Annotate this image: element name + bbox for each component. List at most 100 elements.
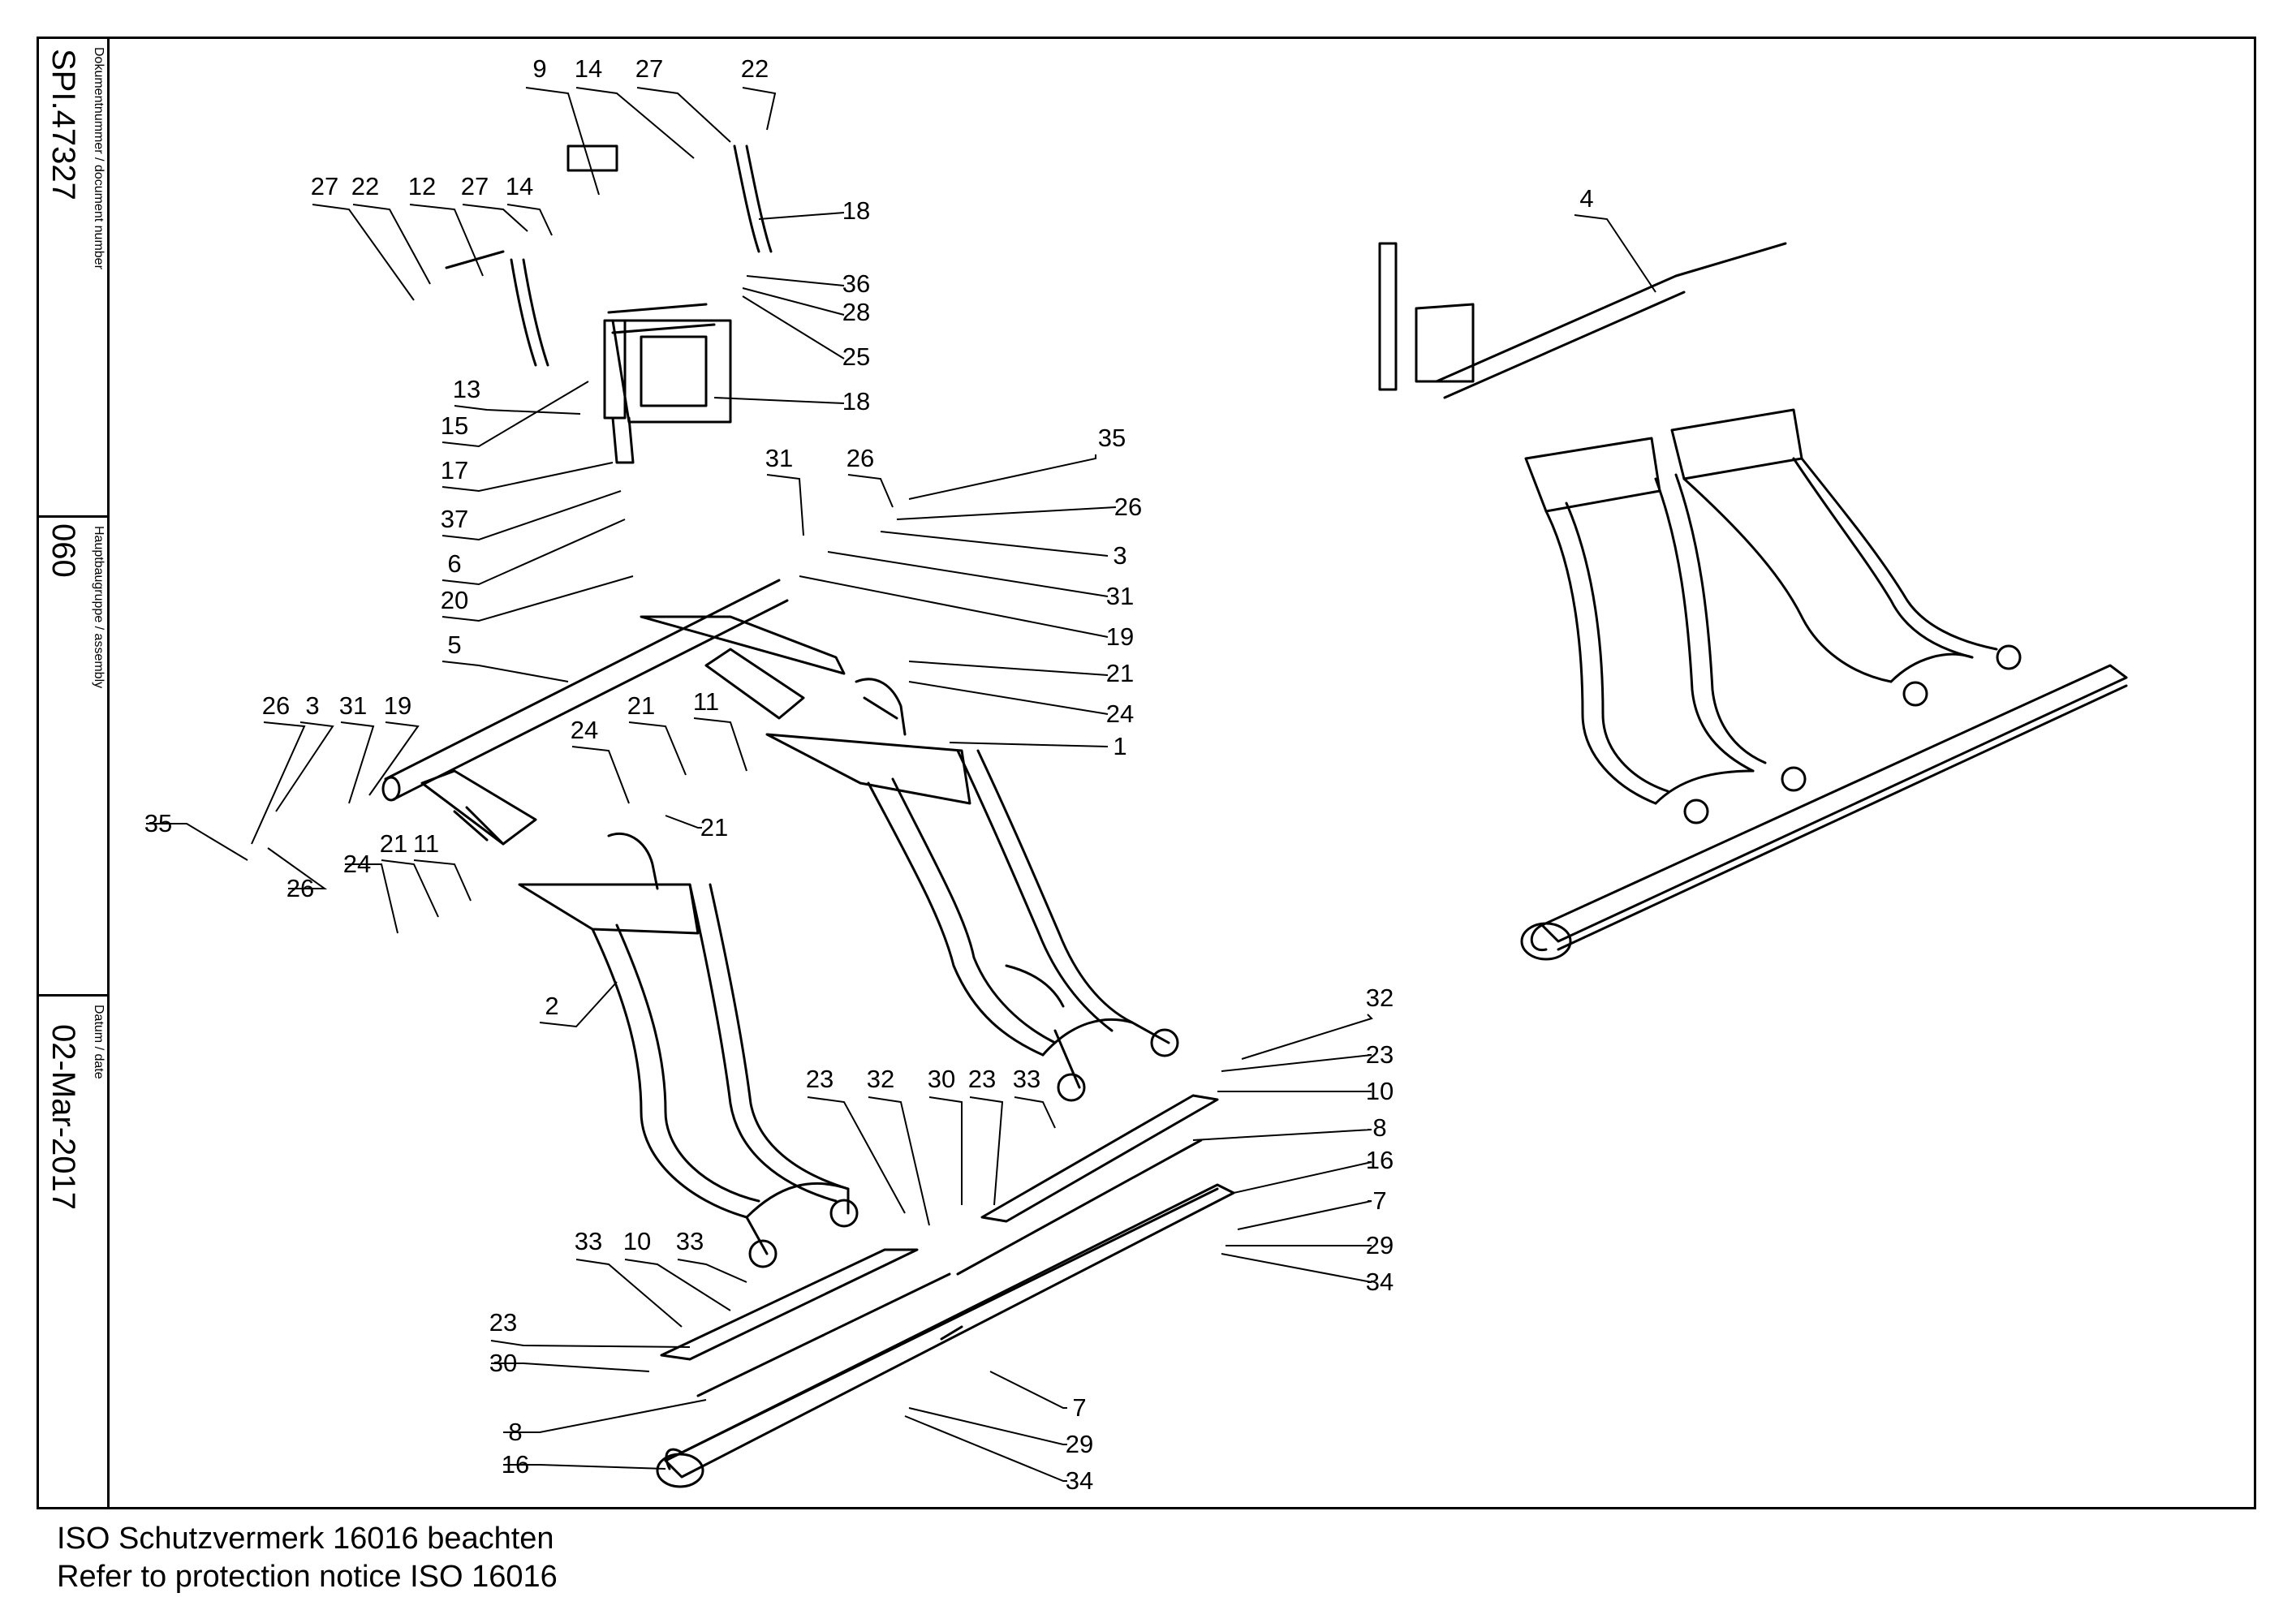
part-callout-leader [462,204,528,232]
part-callout-label: 26 [262,691,290,720]
part-callout-label: 14 [506,172,533,200]
part-callout-leader [908,1407,1067,1445]
part-callout-label: 12 [408,172,436,200]
title-block [37,37,110,1509]
part-callout-leader [275,721,334,812]
part-callout-leader [1221,1054,1372,1072]
part-callout-label: 26 [1114,493,1142,521]
part-callout-leader [807,1096,906,1214]
part-callout-leader [693,717,747,772]
part-callout-leader [413,859,472,902]
part-callout-leader [628,721,687,776]
part-callout-leader [506,204,553,236]
part-callout-leader [345,863,398,934]
part-callout-leader [368,721,420,796]
part-callout-leader [503,1399,707,1433]
part-callout-label: 34 [1066,1466,1093,1495]
part-callout-label: 30 [489,1349,517,1377]
part-callout-label: 11 [693,687,719,716]
part-callout-label: 18 [842,196,870,225]
part-callout-label: 20 [441,586,468,614]
part-callout-leader [503,1464,666,1470]
part-callout-leader [1237,1200,1372,1230]
part-callout-label: 21 [627,691,655,720]
part-callout-label: 10 [1366,1077,1394,1105]
part-callout-leader [904,1415,1067,1482]
part-callout-leader [713,397,845,404]
part-callout-leader [636,87,731,143]
part-callout-leader [908,454,1096,500]
part-callout-label: 23 [489,1308,517,1337]
part-callout-label: 24 [571,716,598,744]
part-callout-label: 24 [1106,700,1134,728]
part-callout-label: 27 [311,172,338,200]
part-callout-leader [665,815,702,829]
part-callout-label: 23 [806,1065,834,1093]
part-callout-label: 8 [508,1418,522,1446]
part-callout-leader [442,661,569,682]
part-callout-leader [827,551,1109,597]
part-callout-leader [251,721,306,845]
part-callout-leader [575,87,695,159]
title-divider [37,515,110,518]
part-callout-label: 15 [441,411,468,440]
part-callout-leader [1192,1129,1372,1141]
part-callout-label: 29 [1066,1430,1093,1458]
part-callout-leader [880,531,1109,557]
part-callout-label: 23 [968,1065,996,1093]
part-callout-label: 14 [575,54,602,83]
part-callout-leader [1221,1253,1372,1283]
part-callout-label: 6 [447,549,461,578]
part-callout-leader [908,661,1109,676]
part-callout-label: 16 [1366,1146,1394,1174]
part-callout-label: 23 [1366,1040,1394,1069]
part-callout-leader [442,462,614,493]
part-callout-label: 17 [441,456,468,484]
part-callout-leader [409,204,484,277]
part-callout-label: 21 [1106,659,1134,687]
part-callout-label: 13 [453,375,480,403]
part-callout-leader [442,575,634,622]
part-callout-label: 22 [741,54,769,83]
part-callout-leader [1233,1161,1372,1194]
part-callout-label: 25 [842,342,870,371]
part-callout-label: 34 [1366,1268,1394,1296]
part-callout-leader [766,474,804,536]
part-callout-leader [746,275,845,286]
part-callout-label: 3 [1113,541,1126,570]
part-callout-leader [799,575,1109,638]
part-callout-label: 26 [846,444,874,472]
part-callout-label: 19 [1106,622,1134,651]
part-callout-label: 18 [842,387,870,415]
protection-notice-de: ISO Schutzvermerk 16016 beachten [57,1522,554,1556]
part-callout-leader [442,381,589,448]
part-callout-leader [928,1096,963,1205]
part-callout-label: 8 [1372,1113,1386,1142]
part-callout-leader [525,87,600,196]
part-callout-label: 33 [1013,1065,1040,1093]
part-callout-label: 30 [928,1065,955,1093]
part-callout-leader [267,847,328,889]
part-callout-leader [442,519,626,586]
part-callout-label: 26 [286,874,314,902]
part-callout-leader [742,295,845,359]
part-callout-label: 10 [623,1227,651,1255]
part-callout-label: 37 [441,505,468,533]
title-divider [37,994,110,997]
part-callout-label: 27 [461,172,489,200]
part-callout-label: 35 [144,809,172,837]
part-callout-leader [352,204,431,285]
part-callout-leader [491,1363,650,1372]
part-callout-leader [312,204,415,301]
part-callout-leader [442,490,622,541]
part-callout-label: 35 [1098,424,1126,452]
part-callout-label: 7 [1372,1186,1386,1215]
part-callout-leader [677,1259,747,1283]
part-callout-leader [575,1259,683,1328]
drawing-frame [37,37,2256,1509]
part-callout-label: 5 [447,631,461,659]
part-callout-leader [490,1340,691,1348]
part-callout-label: 33 [575,1227,602,1255]
part-callout-label: 21 [380,829,407,858]
